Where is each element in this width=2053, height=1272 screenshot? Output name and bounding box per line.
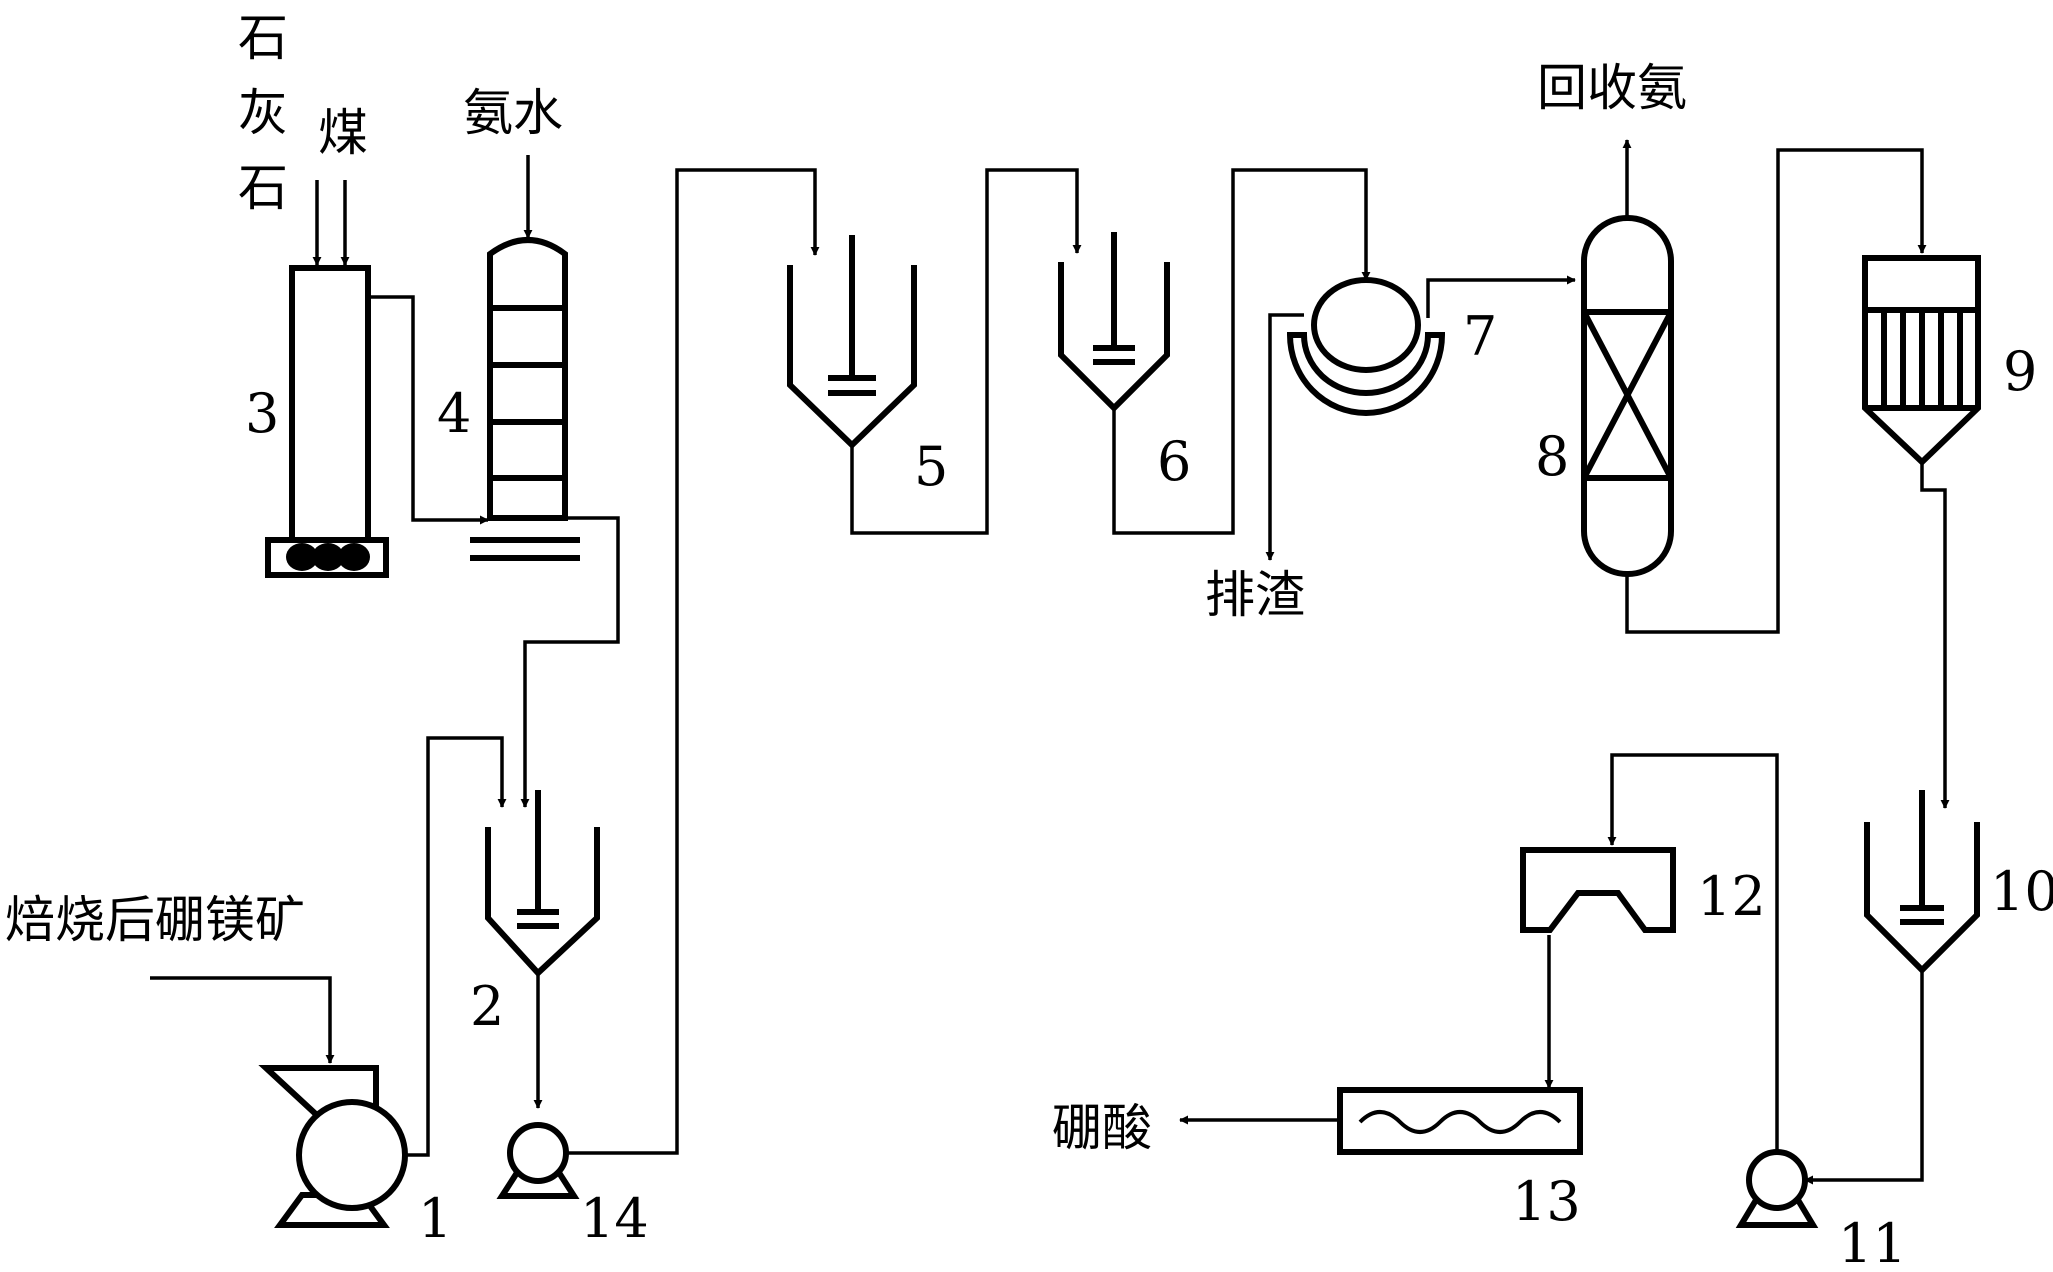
settling-tank-6 bbox=[1058, 232, 1170, 413]
filter7-to-tower8-line bbox=[1426, 275, 1576, 318]
tank5-to-tank6-line bbox=[850, 168, 1082, 535]
limestone-label-1: 石 bbox=[238, 9, 288, 67]
equipment-number-7: 7 bbox=[1463, 305, 1497, 368]
equipment-number-13: 13 bbox=[1512, 1170, 1581, 1233]
leaching-tank-5 bbox=[787, 235, 917, 450]
equipment-number-3: 3 bbox=[245, 382, 279, 445]
boric-acid-label: 硼酸 bbox=[1052, 1099, 1152, 1157]
equipment-number-2: 2 bbox=[470, 975, 504, 1038]
recovered-ammonia-label: 回收氨 bbox=[1537, 59, 1687, 117]
flow-lines bbox=[150, 139, 1950, 1185]
mill-to-tank2-line bbox=[405, 736, 507, 1157]
equipment-number-8: 8 bbox=[1535, 425, 1569, 488]
kiln-gas-line bbox=[368, 295, 489, 525]
crystallizer9-to-tank10-line bbox=[1920, 462, 1950, 809]
slag-discharge-label: 排渣 bbox=[1205, 566, 1305, 624]
crystallizer-9 bbox=[1862, 255, 1981, 467]
equipment-number-12: 12 bbox=[1697, 865, 1766, 928]
equipment-number-6: 6 bbox=[1157, 430, 1191, 493]
equipment-number-14: 14 bbox=[580, 1187, 649, 1250]
tower8-to-crystallizer9-line bbox=[1625, 148, 1927, 634]
ammonia-water-label: 氨水 bbox=[463, 84, 563, 142]
crusher-1 bbox=[258, 1065, 408, 1228]
coal-label: 煤 bbox=[318, 104, 368, 162]
column-to-tank2-line bbox=[520, 516, 620, 808]
limestone-label-2: 灰 bbox=[238, 84, 288, 142]
stripping-tower-8 bbox=[1581, 215, 1674, 577]
equipment-number-10: 10 bbox=[1990, 860, 2053, 923]
equipment-number-5: 5 bbox=[914, 435, 948, 498]
roasted-ore-label: 焙烧后硼镁矿 bbox=[5, 891, 305, 949]
stirred-tank-10 bbox=[1864, 790, 1980, 975]
pump-14 bbox=[496, 1122, 580, 1199]
ore-feed-arrow bbox=[150, 976, 335, 1064]
slag-discharge-line bbox=[1265, 313, 1304, 561]
lime-kiln-3 bbox=[265, 265, 389, 578]
equipment-number-9: 9 bbox=[2003, 340, 2037, 403]
tank10-to-pump11-line bbox=[1804, 972, 1924, 1185]
dryer-13 bbox=[1337, 1087, 1583, 1155]
tank6-to-filter7-line bbox=[1112, 168, 1371, 535]
limestone-label-3: 石 bbox=[238, 159, 288, 217]
mixing-tank-2 bbox=[485, 790, 600, 978]
pump-11 bbox=[1735, 1149, 1819, 1228]
carbonation-tower-4 bbox=[470, 237, 580, 561]
pump11-to-separator12-line bbox=[1607, 753, 1779, 1153]
equipment-number-1: 1 bbox=[418, 1187, 452, 1250]
equipment-number-4: 4 bbox=[437, 382, 471, 445]
equipment-number-11: 11 bbox=[1838, 1212, 1907, 1272]
pump14-to-tank5-line bbox=[565, 168, 820, 1155]
separator-12 bbox=[1520, 847, 1676, 933]
rotary-filter-7 bbox=[1286, 277, 1446, 416]
